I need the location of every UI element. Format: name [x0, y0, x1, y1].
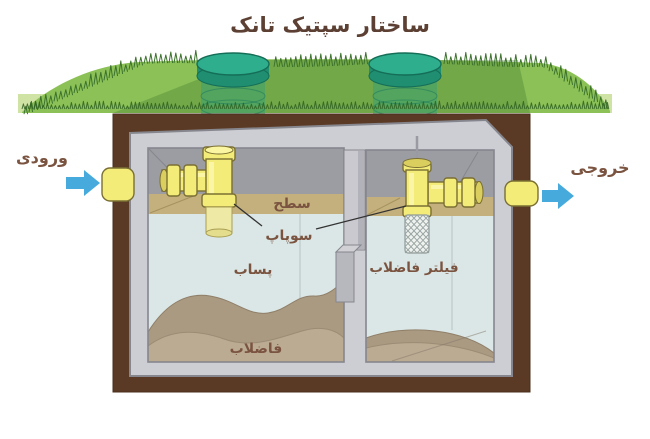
filter-mesh-texture [404, 214, 430, 254]
mesh-line [416, 246, 424, 254]
valve-label: سوپاپ [265, 228, 312, 244]
pipe-coupling-ring [166, 164, 181, 197]
sludge-front-layer [147, 327, 345, 363]
mesh-line [404, 227, 412, 235]
valve-leader-left [233, 203, 263, 227]
mesh-line [410, 233, 418, 241]
mesh-line [410, 227, 418, 235]
tee-open-top [402, 158, 432, 168]
mesh-line [416, 233, 424, 241]
mesh-line [404, 246, 412, 254]
mesh-line [410, 246, 418, 254]
mesh-line [410, 239, 418, 248]
surface-label: سطح [273, 196, 311, 212]
inlet-flow-arrow-icon [66, 170, 100, 196]
chamber-border [365, 149, 495, 363]
mesh-line [404, 233, 412, 241]
manhole-lid-icon [368, 52, 442, 76]
sewage-filter-label: فیلتر فاضلاب [369, 260, 458, 276]
outlet-label: خروجی [570, 158, 629, 177]
pipe-open-end [205, 228, 233, 238]
outlet-pipe-stub [504, 180, 539, 207]
pipe-coupling-ring [183, 164, 198, 197]
mesh-line [422, 233, 430, 241]
baffle-lower [335, 251, 355, 303]
outlet-pipe-assembly [402, 136, 539, 254]
inlet-pipe-assembly [101, 145, 237, 238]
manhole-lid-icon [196, 52, 270, 76]
pipe-end-cap [474, 181, 484, 204]
mesh-line [410, 220, 418, 229]
inlet-label: ورودی [16, 148, 68, 167]
scum-edge [149, 194, 197, 214]
pipe-coupling-ring [443, 177, 458, 208]
grass-blades-texture [21, 100, 610, 110]
divider-baffle-wall [334, 149, 366, 303]
mesh-line [404, 220, 412, 229]
septic-tank-body [112, 113, 531, 393]
inlet-pipe-stub [101, 167, 135, 202]
manhole-riser-left [196, 52, 270, 118]
leader-lines [233, 203, 407, 230]
riser-band [200, 87, 266, 105]
effluent-label: پساب [234, 262, 273, 278]
mesh-line [410, 214, 418, 222]
mesh-line [422, 239, 430, 248]
mesh-line [422, 220, 430, 229]
mesh-line [422, 214, 430, 222]
grass-strip [18, 49, 612, 118]
valve-leader-right [315, 205, 407, 230]
sludge-label: فاضلاب [230, 341, 283, 357]
mesh-line [416, 220, 424, 229]
scum-layer [148, 194, 344, 214]
mesh-line [422, 227, 430, 235]
pipe-coupling-ring [201, 193, 237, 208]
mesh-line [404, 239, 412, 248]
mesh-line [404, 214, 412, 222]
mesh-line [416, 227, 424, 235]
tee-cap-top [204, 145, 234, 155]
grass-mound [22, 59, 610, 113]
grass-blades-texture [23, 49, 609, 115]
baffle-shade [358, 151, 364, 249]
mesh-line [416, 239, 424, 248]
mesh-line [422, 246, 430, 254]
mesh-line [416, 214, 424, 222]
pipe-coupling-ring [461, 177, 476, 208]
pipe-highlight [209, 162, 214, 194]
floor-corner-line [391, 330, 487, 362]
riser-band [372, 87, 438, 105]
page-title: ساختار سپتیک تانک [230, 13, 430, 37]
pipe-highlight [409, 173, 414, 206]
outlet-flow-arrow-icon [542, 183, 574, 209]
scum-edge [366, 197, 401, 216]
